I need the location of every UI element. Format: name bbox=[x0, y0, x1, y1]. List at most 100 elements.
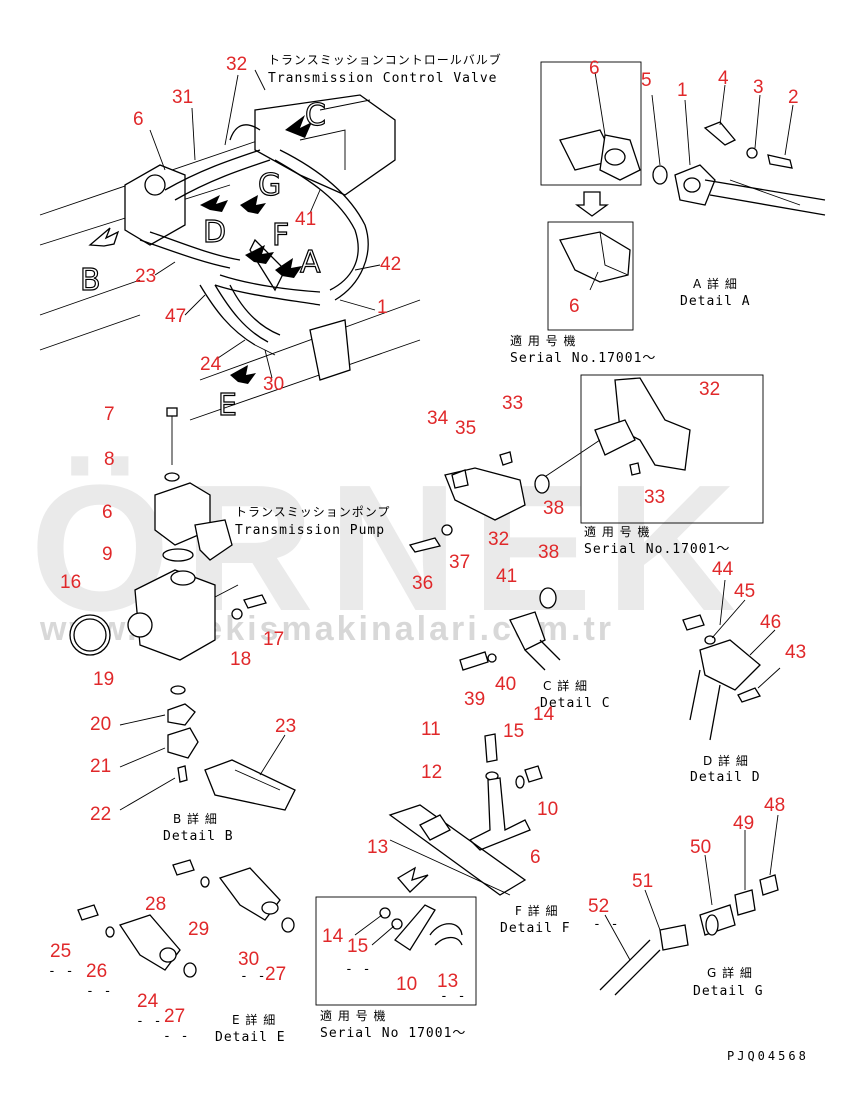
detail-e-jp: E 詳 細 bbox=[232, 1012, 276, 1027]
callout-main-31: 31 bbox=[172, 87, 193, 108]
callout-pump-8: 8 bbox=[104, 449, 115, 470]
callout-g-50: 50 bbox=[690, 837, 711, 858]
view-letter-e: E bbox=[218, 388, 237, 423]
callout-d-45: 45 bbox=[734, 581, 755, 602]
callout-pump-18: 18 bbox=[230, 649, 251, 670]
callout-pump-16: 16 bbox=[60, 572, 81, 593]
detail-b-en: Detail B bbox=[163, 829, 234, 844]
callout-b-20: 20 bbox=[90, 714, 111, 735]
callout-main-1: 1 bbox=[377, 297, 388, 318]
view-letter-b: B bbox=[80, 263, 101, 298]
callout-s-15: 15 bbox=[347, 936, 368, 957]
dash-mark: - - bbox=[163, 1029, 189, 1044]
serial-1-en: Serial No.17001～ bbox=[510, 351, 656, 366]
callout-g-48: 48 bbox=[764, 795, 785, 816]
detail-d-en: Detail D bbox=[690, 770, 761, 785]
callout-main-30: 30 bbox=[263, 374, 284, 395]
callout-d-44: 44 bbox=[712, 559, 734, 580]
detail-d-jp: D 詳 細 bbox=[703, 753, 749, 768]
dash-mark: - - bbox=[593, 917, 619, 932]
callout-d-46: 46 bbox=[760, 612, 781, 633]
callout-b-22: 22 bbox=[90, 804, 111, 825]
callout-c-39: 39 bbox=[464, 689, 485, 710]
callout-e-29: 29 bbox=[188, 919, 209, 940]
callout-main-32: 32 bbox=[226, 54, 247, 75]
callout-e-28: 28 bbox=[145, 894, 166, 915]
detail-c bbox=[408, 374, 764, 671]
view-letter-a: A bbox=[300, 245, 321, 280]
detail-f-en: Detail F bbox=[500, 921, 571, 936]
callout-a-6: 6 bbox=[589, 58, 600, 79]
detail-a-en: Detail A bbox=[680, 294, 751, 309]
callout-a-4: 4 bbox=[718, 68, 729, 89]
callout-e-26: 26 bbox=[86, 961, 107, 982]
callout-c-36: 36 bbox=[412, 573, 433, 594]
callout-e-24: 24 bbox=[137, 991, 159, 1012]
callout-a-2: 2 bbox=[788, 87, 799, 108]
detail-c-jp: C 詳 細 bbox=[543, 678, 588, 693]
callout-f-14: 14 bbox=[533, 704, 555, 725]
callout-pump-6: 6 bbox=[102, 502, 113, 523]
detail-a-jp: A 詳 細 bbox=[693, 276, 738, 291]
callout-c-34: 34 bbox=[427, 408, 449, 429]
callout-c-32: 32 bbox=[488, 529, 509, 550]
callout-c-32b: 32 bbox=[699, 379, 720, 400]
callout-pump-7: 7 bbox=[104, 404, 115, 425]
control-valve-title-jp: トランスミッションコントロールバルブ bbox=[268, 52, 502, 67]
detail-f bbox=[388, 733, 543, 896]
dash-mark: - - bbox=[48, 964, 74, 979]
serial-1-jp: 適 用 号 機 bbox=[510, 333, 576, 348]
dash-mark: - - bbox=[345, 962, 371, 977]
callout-main-47: 47 bbox=[165, 306, 186, 327]
callout-c-38: 38 bbox=[543, 498, 564, 519]
callout-main-23: 23 bbox=[135, 266, 156, 287]
callout-main-24: 24 bbox=[200, 354, 222, 375]
callout-f-6: 6 bbox=[530, 847, 541, 868]
detail-g bbox=[599, 814, 779, 996]
callout-c-41: 41 bbox=[496, 566, 517, 587]
main-assembly bbox=[39, 69, 421, 421]
serial-2-jp: 適 用 号 機 bbox=[584, 524, 650, 539]
detail-b-jp: B 詳 細 bbox=[173, 811, 218, 826]
view-letter-g: G bbox=[258, 168, 281, 203]
control-valve-title-en: Transmission Control Valve bbox=[268, 71, 498, 86]
callout-c-33b: 33 bbox=[644, 487, 665, 508]
callout-a-1: 1 bbox=[677, 80, 688, 101]
detail-c-en: Detail C bbox=[540, 696, 611, 711]
callout-f-12: 12 bbox=[421, 762, 442, 783]
callout-pump-17: 17 bbox=[263, 629, 284, 650]
detail-g-jp: G 詳 細 bbox=[707, 965, 753, 980]
serial-3-en: Serial No 17001～ bbox=[320, 1026, 466, 1041]
callout-f-10: 10 bbox=[537, 799, 558, 820]
callout-main-6: 6 bbox=[133, 109, 144, 130]
detail-f-jp: F 詳 細 bbox=[515, 903, 559, 918]
callout-s-13: 13 bbox=[437, 971, 458, 992]
view-letter-f: F bbox=[272, 218, 289, 253]
detail-g-en: Detail G bbox=[693, 984, 764, 999]
detail-e-en: Detail E bbox=[215, 1030, 286, 1045]
drawing-code: PJQ04568 bbox=[727, 1049, 809, 1063]
callout-main-42: 42 bbox=[380, 254, 401, 275]
callout-g-49: 49 bbox=[733, 813, 754, 834]
detail-d bbox=[682, 579, 781, 741]
pump-title-en: Transmission Pump bbox=[235, 523, 385, 538]
callout-f-15: 15 bbox=[503, 721, 524, 742]
callout-b-23: 23 bbox=[275, 716, 296, 737]
callout-a-3: 3 bbox=[753, 77, 764, 98]
view-letter-d: D bbox=[203, 215, 226, 250]
dash-mark: - - bbox=[440, 989, 466, 1004]
serial-3-jp: 適 用 号 機 bbox=[320, 1008, 386, 1023]
callout-e-27b: 27 bbox=[164, 1006, 185, 1027]
callout-e-25: 25 bbox=[50, 941, 71, 962]
callout-c-40: 40 bbox=[495, 674, 516, 695]
detail-e bbox=[77, 859, 295, 978]
callout-c-38b: 38 bbox=[538, 542, 559, 563]
callout-f-13: 13 bbox=[367, 837, 388, 858]
dash-mark: - - bbox=[240, 969, 266, 984]
callout-f-11: 11 bbox=[421, 719, 441, 740]
callout-c-33: 33 bbox=[502, 393, 523, 414]
serial-2-en: Serial No.17001～ bbox=[584, 542, 730, 557]
detail-b bbox=[119, 703, 296, 811]
callout-g-51: 51 bbox=[632, 871, 653, 892]
